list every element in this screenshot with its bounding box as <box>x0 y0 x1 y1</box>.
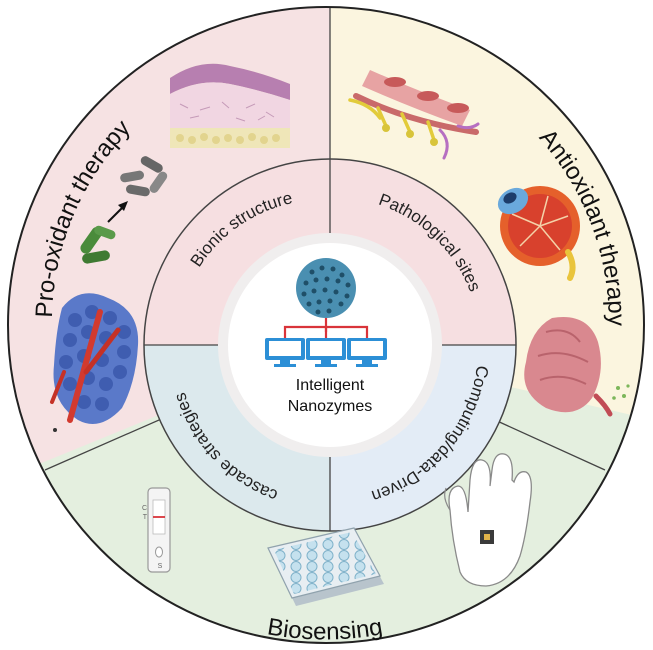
blood-vessel-icon <box>348 70 480 160</box>
core-title-line1: Intelligent <box>296 377 365 394</box>
test-strip-t-mark: T <box>143 514 148 521</box>
nanozyme-sphere-icon <box>296 258 356 318</box>
well-plate-icon <box>267 527 384 606</box>
eye-icon <box>497 186 580 281</box>
computer-network-icon <box>265 318 387 367</box>
test-strip-c-mark: C <box>142 505 147 512</box>
intestine-icon <box>524 317 630 417</box>
core-title-line2: Nanozymes <box>288 398 372 415</box>
bacteria-icon <box>80 156 168 264</box>
outer-border <box>7 6 645 644</box>
skin-tissue-icon <box>170 63 290 148</box>
tumor-cells-icon <box>50 293 139 432</box>
wearable-hand-icon <box>444 453 532 587</box>
test-strip-icon: C T S <box>142 487 171 573</box>
test-strip-s-mark: S <box>158 563 163 570</box>
label-biosensing: Biosensing <box>266 613 385 645</box>
